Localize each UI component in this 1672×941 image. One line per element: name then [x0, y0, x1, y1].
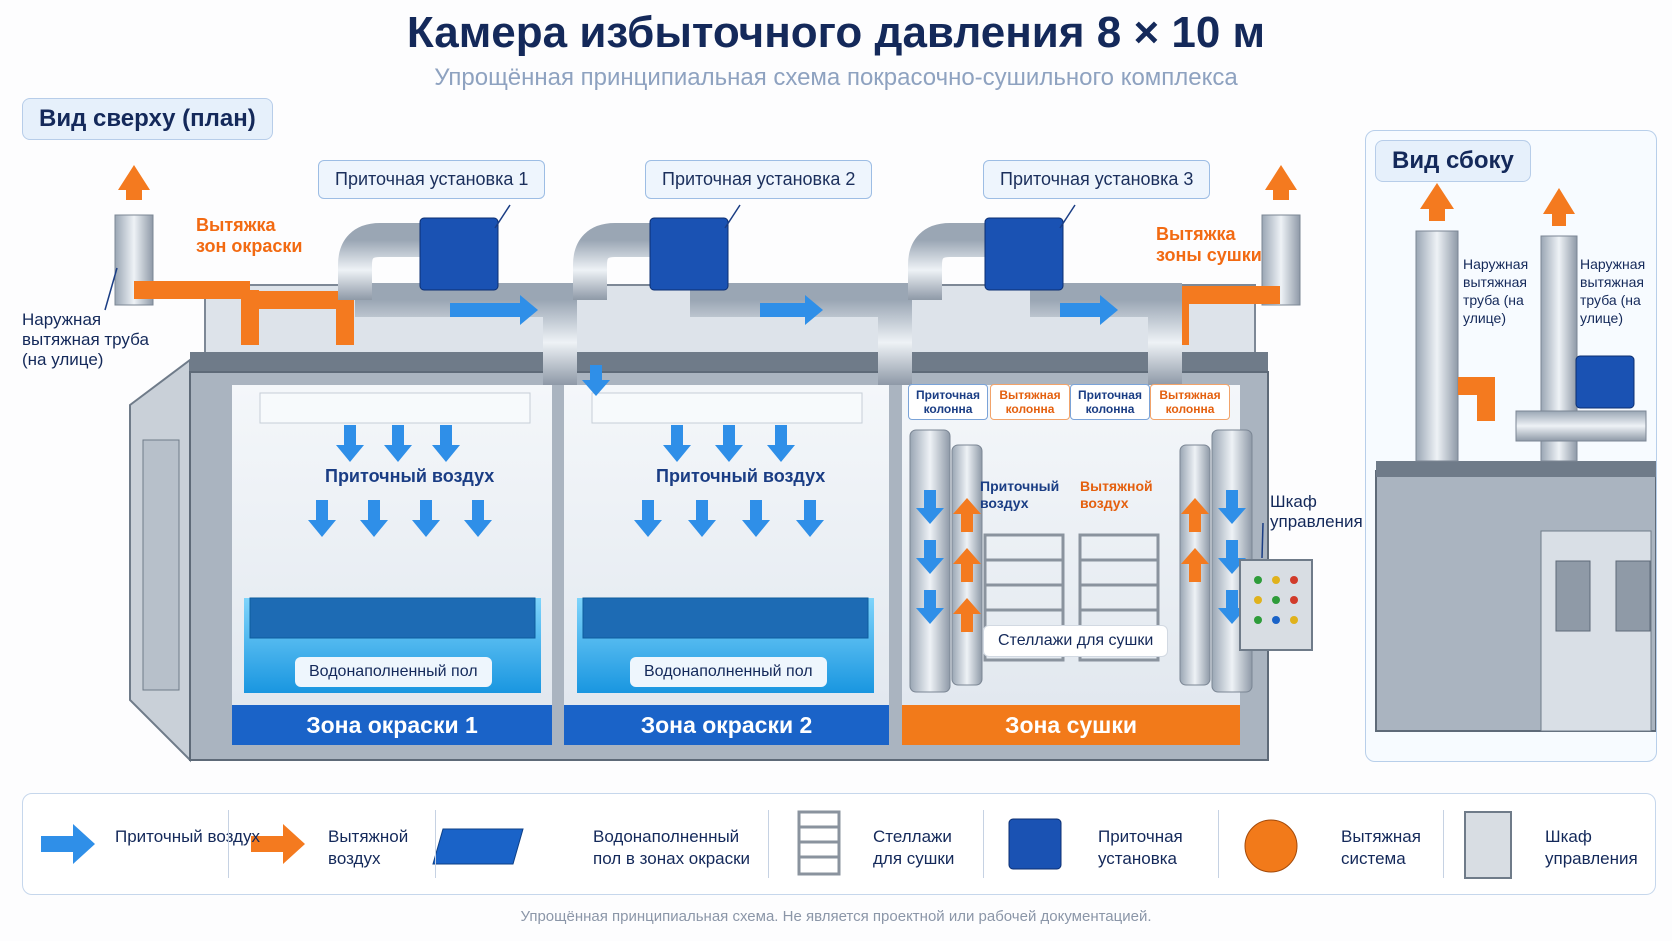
zone-dry: Зона сушки [1005, 712, 1137, 738]
outdoor-pipe-label: Наружная вытяжная труба (на улице) [22, 310, 149, 369]
legend-divider [228, 810, 229, 878]
exhaust-air-dry-label: Вытяжной воздух [1080, 478, 1153, 511]
legend-supply-air: Приточный воздух [115, 827, 260, 846]
legend-divider [435, 810, 436, 878]
legend-divider [768, 810, 769, 878]
air-handler-3-label: Приточная установка 3 [983, 160, 1211, 199]
legend-divider [1218, 810, 1219, 878]
orange-arrow-icon [251, 824, 305, 864]
legend-divider [1443, 810, 1444, 878]
supply-column-right-label: Приточная колонна [1070, 384, 1150, 420]
legend-exhaust-air: Вытяжной воздух [328, 827, 409, 868]
supply-column-left-label: Приточная колонна [908, 384, 988, 420]
page-title: Камера избыточного давления 8 × 10 м [406, 8, 1266, 57]
supply-air-zone1-label: Приточный воздух [325, 466, 495, 486]
side-view-panel [1365, 130, 1657, 762]
page-subtitle: Упрощённая принципиальная схема покрасоч… [434, 64, 1238, 91]
zone-paint-1: Зона окраски 1 [306, 712, 478, 738]
side-view-label: Вид сбоку [1375, 140, 1531, 182]
blue-arrow-icon [41, 824, 95, 864]
legend: Приточный воздух Вытяжной воздух Водонап… [22, 793, 1656, 895]
legend-exhaust-system: Вытяжная система [1341, 827, 1421, 868]
legend-water-floor: Водонаполненный пол в зонах окраски [593, 827, 751, 868]
air-handler-1-label: Приточная установка 1 [318, 160, 546, 199]
legend-racks: Стеллажи для сушки [873, 827, 955, 868]
side-pipe-right-label: Наружная вытяжная труба (на улице) [1580, 256, 1646, 326]
top-view-label: Вид сверху (план) [22, 98, 273, 140]
supply-air-dry-label: Приточный воздух [980, 478, 1060, 511]
exhaust-dry-label: Вытяжка зоны сушки [1156, 224, 1262, 265]
zone-paint-2: Зона окраски 2 [640, 712, 813, 738]
legend-icons [41, 810, 1512, 879]
legend-control-cabinet: Шкаф управления [1545, 827, 1638, 868]
racks-label: Стеллажи для сушки [983, 625, 1169, 657]
air-handler-2-label: Приточная установка 2 [645, 160, 873, 199]
exhaust-fan-icon [1244, 819, 1298, 873]
control-cabinet-icon [1464, 811, 1512, 879]
water-floor-2-label: Водонаполненный пол [630, 657, 827, 687]
legend-air-handler: Приточная установка [1098, 827, 1183, 868]
side-pipe-left-label: Наружная вытяжная труба (на улице) [1463, 256, 1529, 326]
cabinet-label: Шкаф управления [1270, 492, 1363, 531]
grate-floor-icon [432, 828, 524, 865]
supply-air-zone2-label: Приточный воздух [656, 466, 826, 486]
exhaust-column-left-label: Вытяжная колонна [990, 384, 1070, 420]
rack-icon [797, 810, 841, 876]
legend-divider [983, 810, 984, 878]
side-view-diagram [1375, 183, 1656, 732]
air-handler-icon [1008, 818, 1062, 870]
exhaust-column-right-label: Вытяжная колонна [1150, 384, 1230, 420]
water-floor-1-label: Водонаполненный пол [295, 657, 492, 687]
exhaust-paint-label: Вытяжка зон окраски [196, 215, 303, 256]
footer-disclaimer: Упрощённая принципиальная схема. Не явля… [520, 908, 1152, 925]
